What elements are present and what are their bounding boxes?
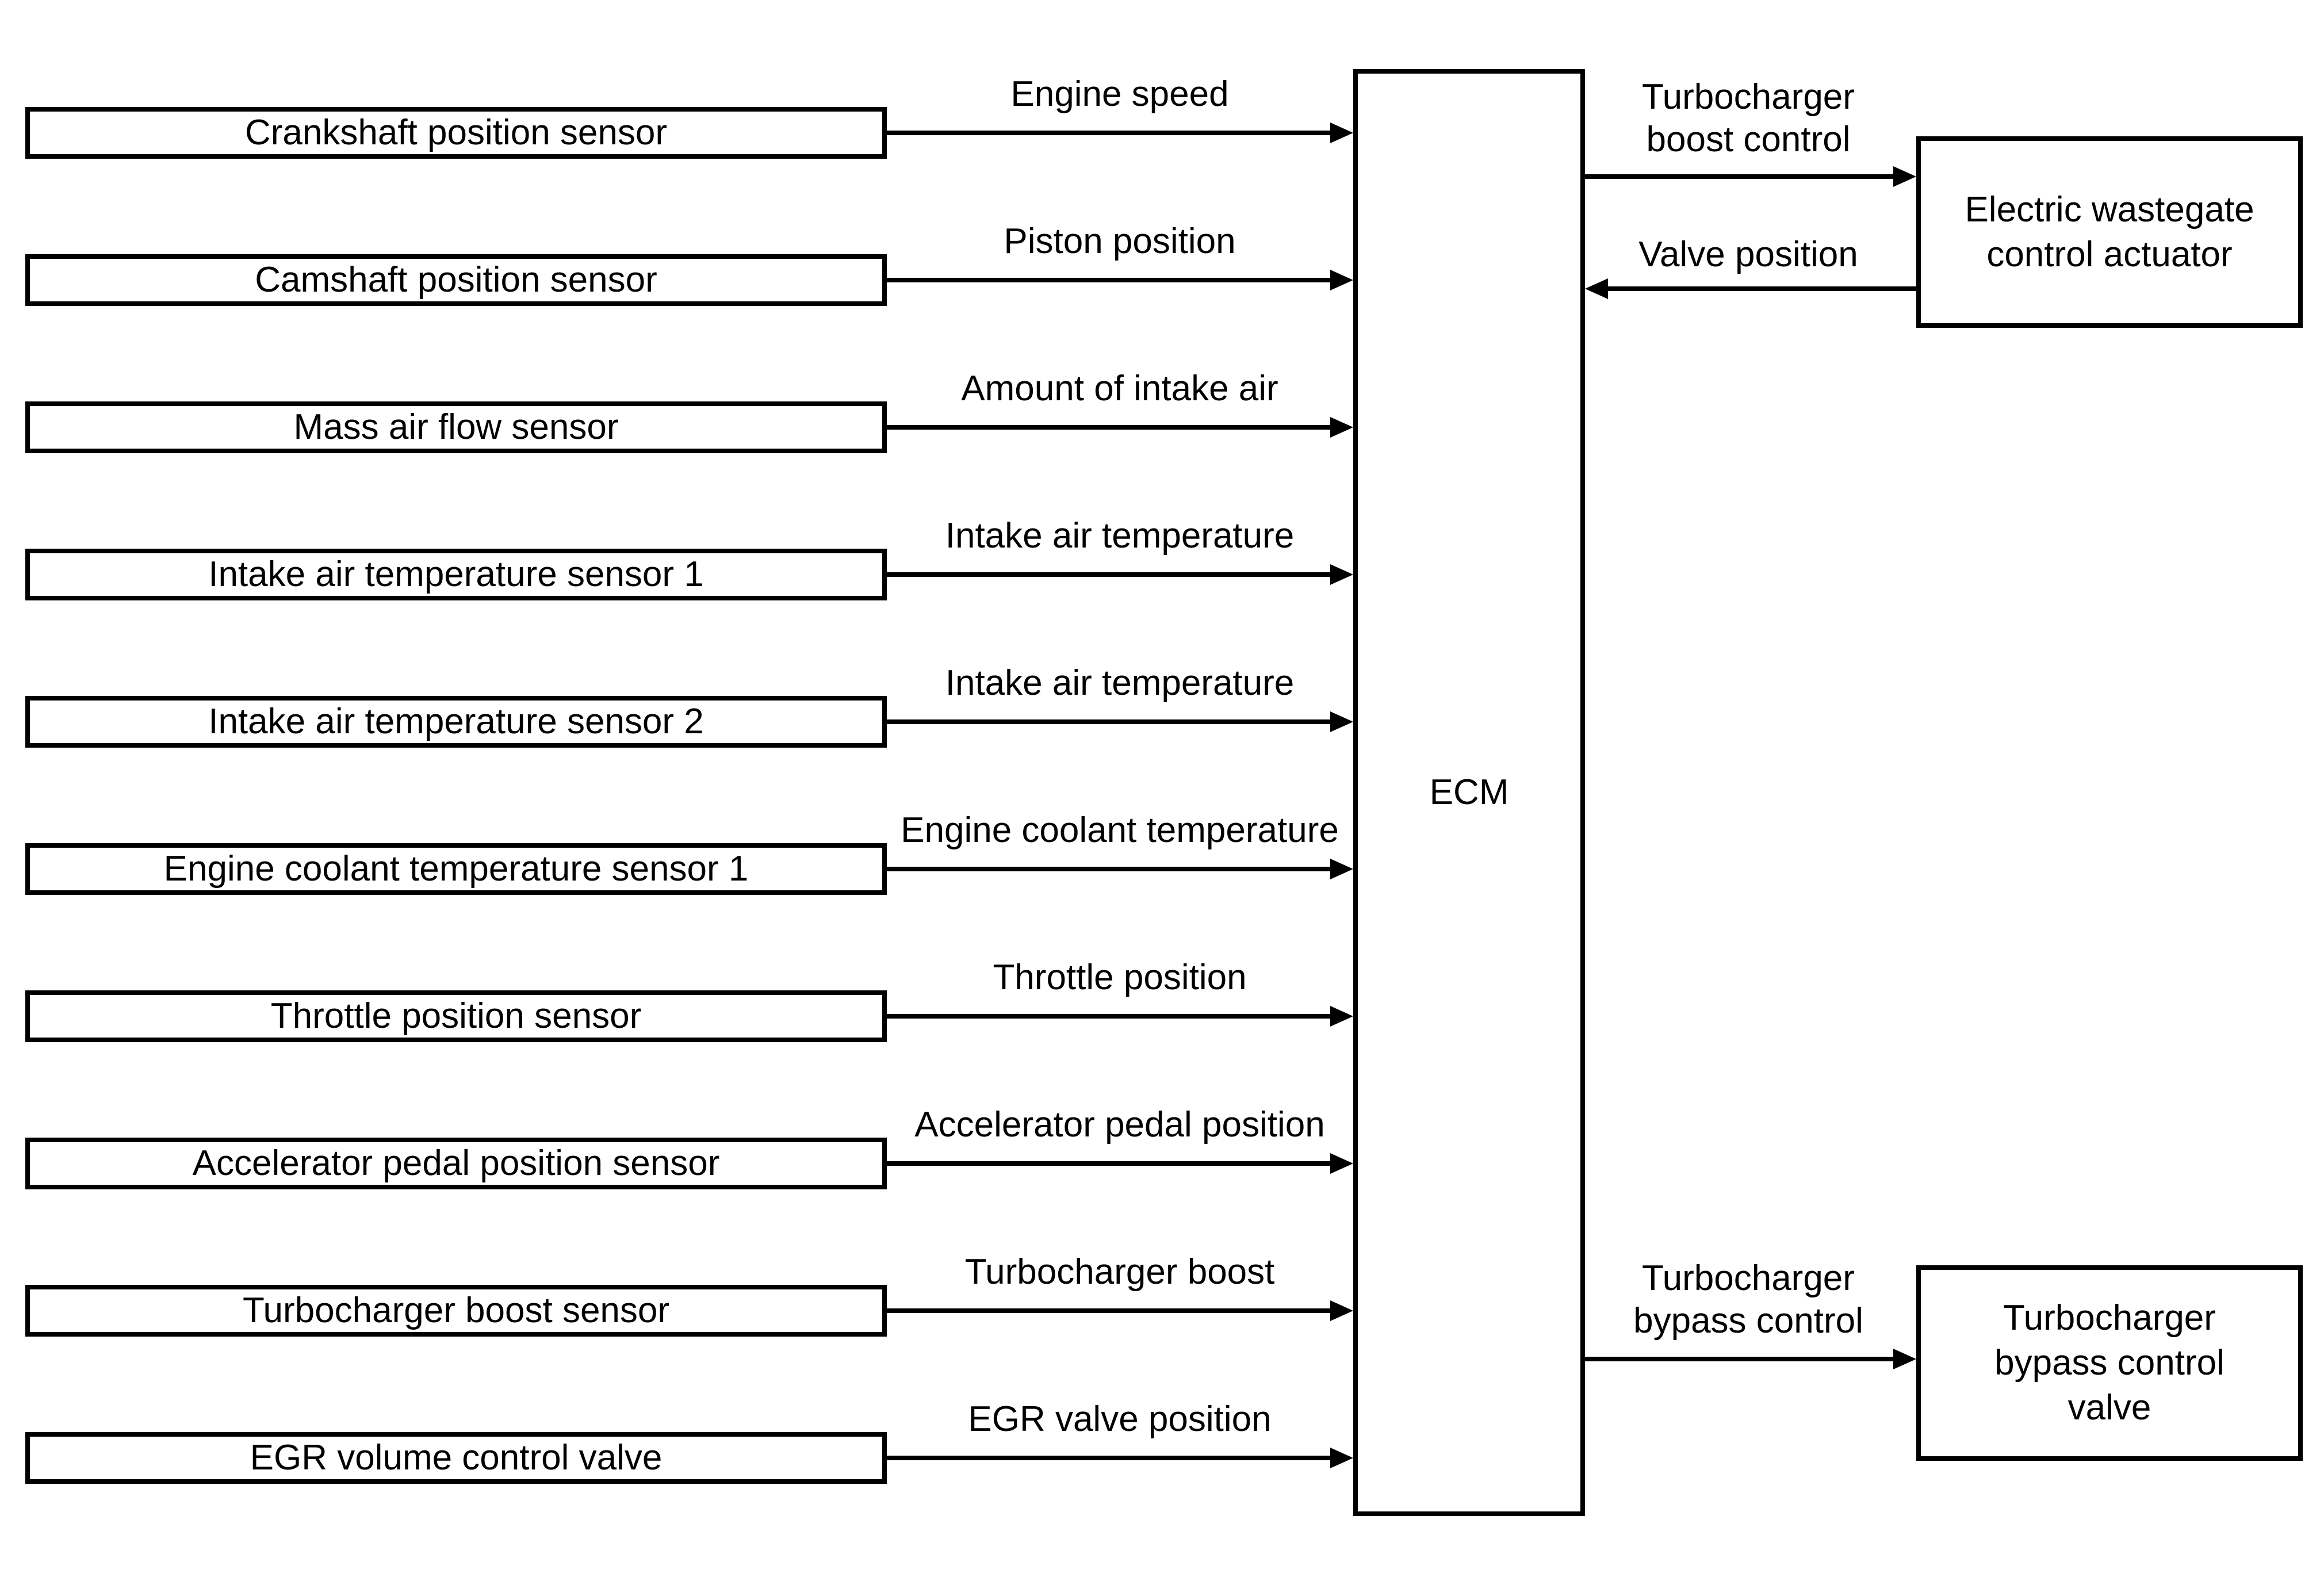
- arrow-line: [887, 1456, 1330, 1460]
- arrow-head: [1585, 278, 1608, 299]
- arrow-line: [887, 1161, 1330, 1166]
- arrow-line: [887, 719, 1330, 724]
- ecm-box: ECM: [1353, 69, 1585, 1516]
- electric-wastegate-control-actuator-box: Electric wastegate control actuator: [1916, 136, 2303, 328]
- sensor-box-crankshaft-position: Crankshaft position sensor: [25, 107, 887, 159]
- signal-label: Intake air temperature: [945, 516, 1295, 556]
- arrow-head: [1330, 270, 1353, 290]
- arrow-line: [887, 425, 1330, 430]
- arrow-line: [1608, 286, 1916, 291]
- arrow-line: [887, 1308, 1330, 1313]
- signal-label: Amount of intake air: [961, 369, 1278, 408]
- signal-label: Engine speed: [1010, 74, 1229, 114]
- turbocharger-boost-control-label: Turbocharger boost control: [1642, 77, 1855, 159]
- turbocharger-bypass-control-valve-box: Turbocharger bypass control valve: [1916, 1265, 2303, 1461]
- sensor-box-throttle-position: Throttle position sensor: [25, 990, 887, 1042]
- arrow-head: [1330, 564, 1353, 585]
- arrow-head: [1893, 1349, 1916, 1369]
- sensor-box-camshaft-position: Camshaft position sensor: [25, 254, 887, 306]
- arrow-head: [1330, 417, 1353, 438]
- signal-label: Intake air temperature: [945, 663, 1295, 703]
- arrow-head: [1330, 1448, 1353, 1468]
- signal-label: Piston position: [1004, 221, 1236, 261]
- arrow-head: [1893, 166, 1916, 187]
- arrow-head: [1330, 859, 1353, 879]
- arrow-line: [887, 1014, 1330, 1019]
- arrow-head: [1330, 123, 1353, 143]
- arrow-head: [1330, 1300, 1353, 1321]
- arrow-head: [1330, 711, 1353, 732]
- signal-label: Engine coolant temperature: [901, 810, 1339, 850]
- signal-label: EGR valve position: [968, 1399, 1272, 1439]
- signal-label: Throttle position: [993, 958, 1247, 997]
- arrow-line: [1585, 174, 1893, 179]
- sensor-box-intake-air-temp-1: Intake air temperature sensor 1: [25, 549, 887, 600]
- sensor-box-mass-air-flow: Mass air flow sensor: [25, 401, 887, 453]
- valve-position-label: Valve position: [1638, 235, 1858, 274]
- sensor-box-engine-coolant-temp-1: Engine coolant temperature sensor 1: [25, 843, 887, 895]
- arrow-head: [1330, 1006, 1353, 1027]
- arrow-line: [887, 867, 1330, 871]
- turbocharger-bypass-control-label: Turbocharger bypass control: [1633, 1258, 1863, 1341]
- signal-label: Accelerator pedal position: [914, 1105, 1325, 1145]
- arrow-line: [887, 572, 1330, 577]
- sensor-box-intake-air-temp-2: Intake air temperature sensor 2: [25, 696, 887, 748]
- arrow-line: [1585, 1357, 1893, 1361]
- sensor-box-egr-volume-control-valve: EGR volume control valve: [25, 1432, 887, 1484]
- sensor-box-turbocharger-boost: Turbocharger boost sensor: [25, 1285, 887, 1337]
- arrow-head: [1330, 1153, 1353, 1174]
- sensor-box-accelerator-pedal-position: Accelerator pedal position sensor: [25, 1138, 887, 1189]
- arrow-line: [887, 131, 1330, 135]
- arrow-line: [887, 278, 1330, 282]
- signal-label: Turbocharger boost: [964, 1252, 1275, 1292]
